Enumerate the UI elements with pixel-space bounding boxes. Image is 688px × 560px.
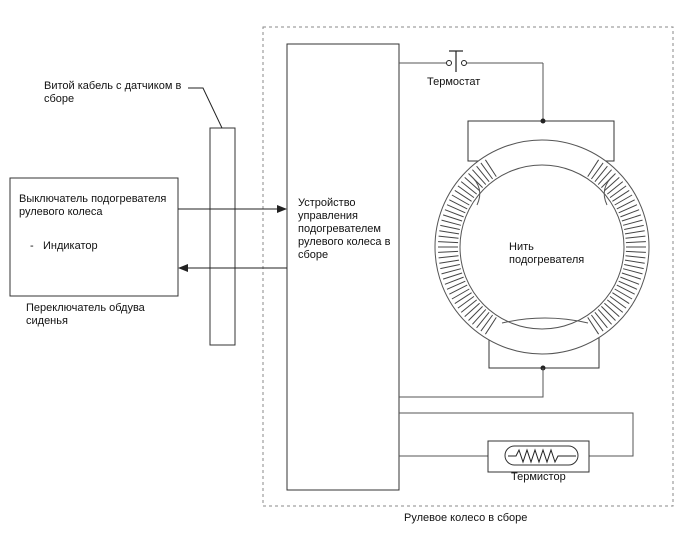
heater-wire-label: Нить подогревателя [509, 241, 585, 266]
thermistor-symbol [487, 440, 590, 473]
control-unit-label: Устройство управления подогревателем рул… [298, 197, 391, 261]
switch-box-title: Выключатель подогревателя рулевого колес… [19, 193, 167, 218]
wheel-assembly-border [262, 26, 674, 507]
heater-wire-element [434, 139, 650, 355]
wheel-assembly-label: Рулевое колесо в сборе [404, 512, 528, 524]
seat-switch-label: Переключатель обдува сиденья [26, 302, 145, 327]
control-unit-box [286, 43, 400, 491]
twisted-cable-label: Витой кабель с датчиком в сборе [44, 80, 182, 105]
ground-wire [399, 368, 544, 398]
junction-dot-top [540, 118, 546, 124]
indicator-dash: - [30, 240, 34, 252]
thermistor-label: Термистор [511, 471, 566, 483]
cable-leader-line [188, 87, 223, 129]
indicator-label: Индикатор [43, 240, 98, 252]
heater-switch-box [9, 177, 179, 297]
thermistor-wire-upper [399, 412, 634, 457]
twisted-cable-bar [209, 127, 236, 346]
thermostat-label: Термостат [427, 76, 481, 88]
thermostat-symbol [399, 50, 544, 121]
